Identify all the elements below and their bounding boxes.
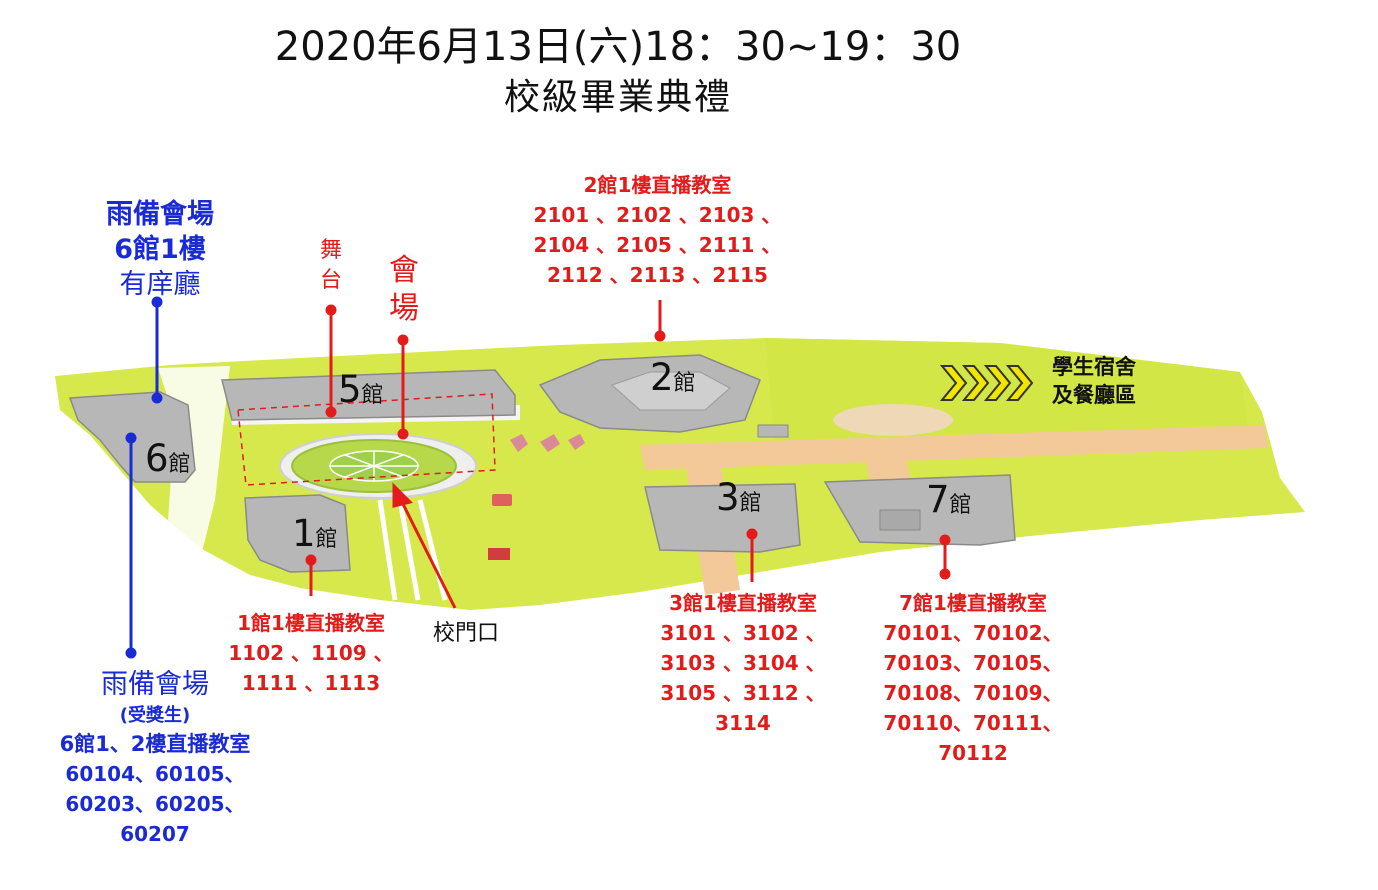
dorm-label: 學生宿舍 及餐廳區 (1052, 355, 1136, 407)
gate-label: 校門口 (432, 621, 499, 646)
small-annex (757, 424, 789, 438)
venue-label: 會 場 (389, 253, 419, 326)
stage-label: 舞 台 (319, 238, 342, 293)
small-annex-2 (879, 509, 921, 531)
main-road (640, 425, 1268, 470)
red-marker (488, 548, 510, 560)
gate-road-lines (377, 499, 448, 601)
building-6-label: 6館 (145, 437, 191, 480)
building-1-shape (244, 494, 351, 573)
red-marker-2 (492, 494, 512, 506)
building-7-rooms: 7館1樓直播教室 70101、70102、 70103、70105、 70108… (883, 591, 1063, 765)
building-2-courtyard (611, 371, 731, 411)
building-5-label: 5館 (338, 368, 384, 411)
dorm-direction-chevrons (939, 365, 1034, 401)
venue-dashed-area (237, 393, 496, 486)
building-3-shape (644, 483, 801, 553)
building-1-rooms: 1館1樓直播教室 1102 、1109 、 1111 、1113 (228, 611, 394, 695)
building-3-label: 3館 (716, 476, 762, 519)
building-3-rooms: 3館1樓直播教室 3101 、3102 、 3103 、3104 、 3105 … (660, 591, 826, 735)
building-2-rooms: 2館1樓直播教室 2101 、2102 、2103 、 2104 、2105 、… (533, 173, 782, 287)
building-1-label: 1館 (292, 512, 338, 555)
building-2-label: 2館 (650, 356, 696, 399)
plaza-spokes (330, 451, 418, 481)
event-title: 校級畢業典禮 (503, 77, 732, 118)
flower-bed (510, 434, 585, 452)
rain-venue-hall: 雨備會場 6館1樓 有庠廳 (106, 199, 214, 300)
sports-field (833, 404, 953, 436)
building-7-label: 7館 (926, 478, 972, 521)
rain-venue-awardees: 雨備會場 (受獎生) 6館1、2樓直播教室 60104、60105、 60203… (59, 669, 251, 846)
building-5-shape (221, 369, 516, 421)
event-date-time: 2020年6月13日(六)18：30~19：30 (274, 24, 962, 70)
